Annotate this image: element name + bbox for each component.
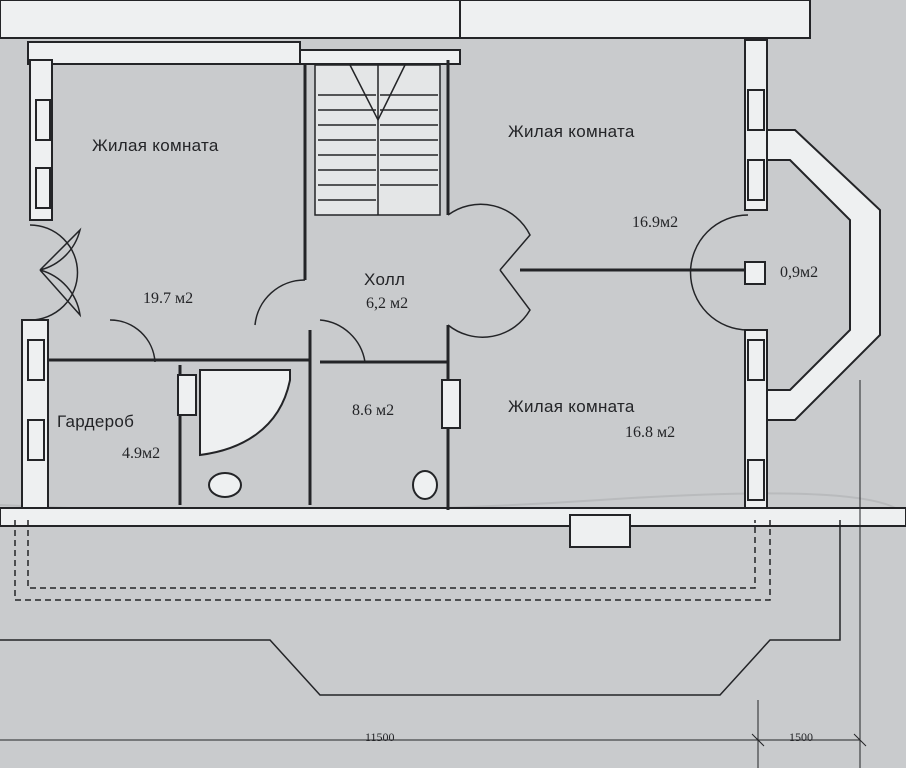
toilet-bath <box>412 470 438 500</box>
window-left-4 <box>27 419 45 461</box>
door-bath <box>319 319 366 363</box>
room-area-living-top-right: 16.9м2 <box>632 214 679 231</box>
room-name-living-top-right: Жилая комната <box>508 122 635 141</box>
dimension-bay-width: 1500 <box>789 730 813 744</box>
room-name-wardrobe: Гардероб <box>57 412 135 431</box>
window-right-2 <box>747 159 765 201</box>
wall-top-left-room <box>27 41 301 65</box>
door-room-left <box>254 279 306 326</box>
dimension-main-width: 11500 <box>365 730 395 744</box>
window-right-4 <box>747 459 765 501</box>
door-hall-right-b <box>447 269 531 338</box>
window-right-1 <box>747 89 765 131</box>
room-name-living-left: Жилая комната <box>92 136 219 155</box>
terrace-inner <box>27 520 756 589</box>
wall-bottom-bay <box>569 514 631 548</box>
room-area-bathroom: 8.6 м2 <box>352 402 395 419</box>
terrace-outline <box>14 520 771 601</box>
wall-top-outer <box>0 0 461 39</box>
column-bay <box>744 261 766 285</box>
wall-right-1 <box>744 39 768 211</box>
room-area-hall: 6,2 м2 <box>366 295 409 312</box>
wall-top-right <box>459 0 811 39</box>
room-area-living-left: 19.7 м2 <box>143 290 194 307</box>
door-wardrobe <box>109 319 156 363</box>
room-area-wardrobe: 4.9м2 <box>122 445 161 462</box>
terrace-bottom <box>0 520 841 696</box>
door-left-entry <box>29 224 79 321</box>
bay-window <box>766 129 881 421</box>
room-area-bay: 0,9м2 <box>780 264 819 281</box>
sink-bath <box>441 379 461 429</box>
door-bay <box>689 214 749 331</box>
window-left-1 <box>35 99 51 141</box>
window-right-3 <box>747 339 765 381</box>
window-left-3 <box>27 339 45 381</box>
wall-top-stair <box>299 49 461 65</box>
door-hall-right-a <box>447 203 531 271</box>
door-left-b <box>39 269 82 318</box>
window-left-2 <box>35 167 51 209</box>
toilet-wardrobe <box>208 472 242 498</box>
wall-bottom <box>0 507 906 527</box>
door-left-a <box>39 227 82 271</box>
bathtub <box>199 369 291 457</box>
room-name-living-bottom-right: Жилая комната <box>508 397 635 416</box>
staircase <box>314 64 441 216</box>
room-name-hall: Холл <box>364 270 406 289</box>
sink-wardrobe <box>177 374 197 416</box>
room-area-living-bottom-right: 16.8 м2 <box>625 424 676 441</box>
